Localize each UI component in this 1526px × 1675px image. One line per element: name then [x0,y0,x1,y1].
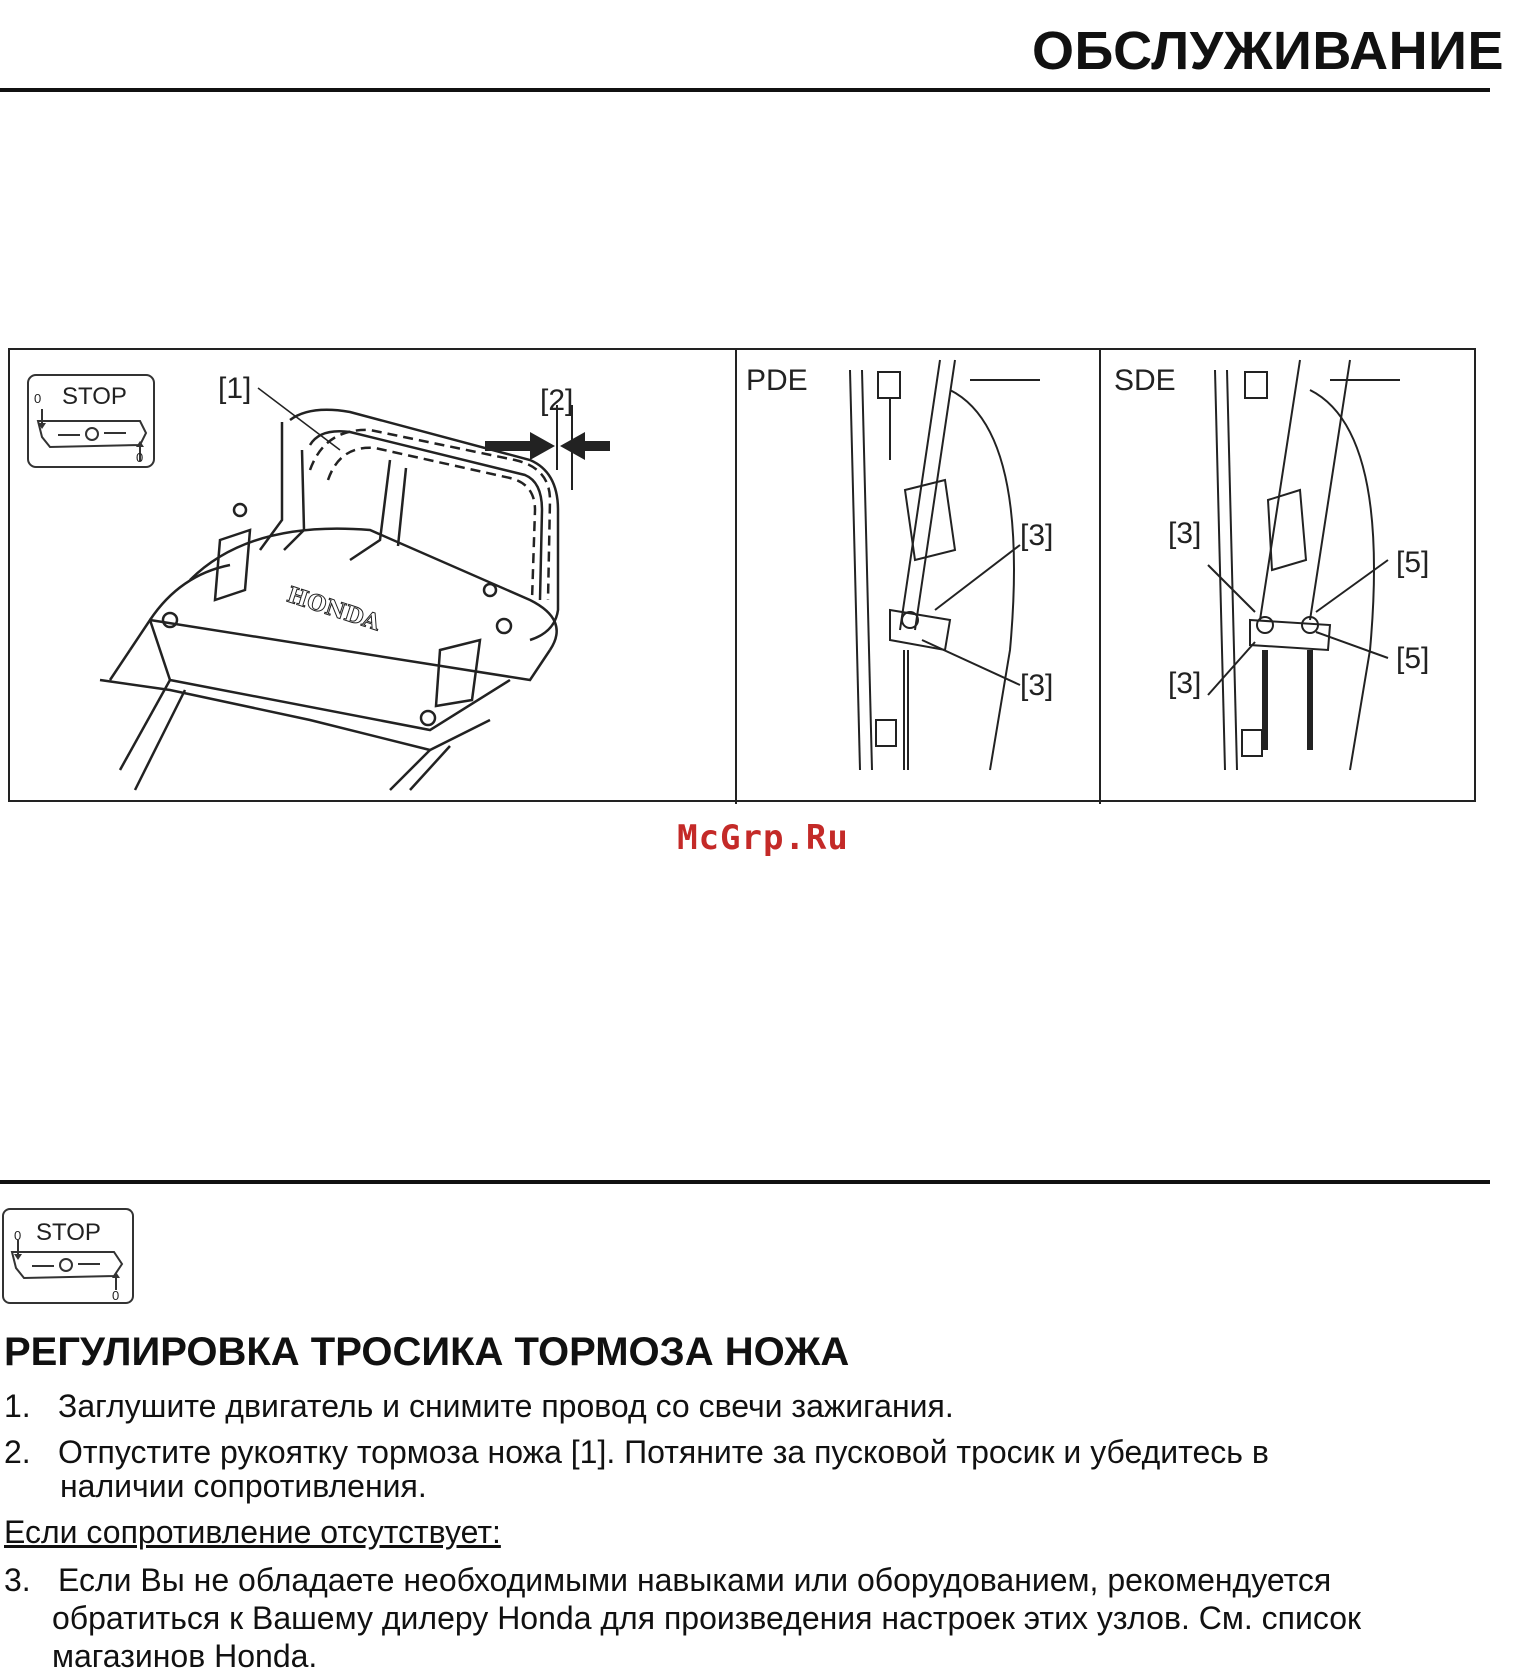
callout-3-sde-lower: [3] [1168,667,1201,700]
svg-text:STOP: STOP [36,1219,101,1246]
figure-illustration: STOP 0 0 [27,350,1429,804]
callout-1: [1] [218,372,251,405]
page-title: ОБСЛУЖИВАНИЕ [1032,21,1504,81]
callout-3-pde-lower: [3] [1020,669,1053,702]
step-3-continued: обратиться к Вашему дилеру Honda для про… [52,1600,1361,1636]
step-1: 1.Заглушите двигатель и снимите провод с… [4,1388,954,1424]
step-3-continued-2: магазинов Honda. [52,1638,318,1674]
step-3: 3.Если Вы не обладаете необходимыми навы… [4,1562,1332,1598]
step-2: 2.Отпустите рукоятку тормоза ножа [1]. П… [4,1434,1269,1470]
svg-text:0: 0 [136,450,143,465]
svg-text:0: 0 [14,1228,21,1243]
callout-2: [2] [540,384,573,417]
step-2-continued: наличии сопротивления. [60,1468,427,1504]
honda-logo: HONDA [284,582,384,637]
panel-label-sde: SDE [1114,364,1176,397]
condition-heading: Если сопротивление отсутствует: [4,1514,501,1550]
callout-3-pde-upper: [3] [1020,519,1053,552]
pde-cable-drawing [849,359,1040,771]
panel-label-pde: PDE [746,364,808,397]
callout-5-sde-upper: [5] [1396,546,1429,579]
header-rule [0,88,1490,92]
stop-label: STOP [62,383,127,410]
callout-3-sde-upper: [3] [1168,517,1201,550]
watermark: McGrp.Ru [677,818,849,858]
stop-blade-icon: STOP 0 0 [2,1208,134,1304]
stop-blade-icon [27,374,155,468]
figure-panel: STOP 0 0 [8,348,1476,804]
svg-text:0: 0 [34,391,41,406]
section-rule [0,1180,1490,1184]
mower-handle-drawing [99,387,610,791]
svg-text:0: 0 [112,1288,119,1302]
section-title: РЕГУЛИРОВКА ТРОСИКА ТОРМОЗА НОЖА [4,1330,850,1374]
callout-5-sde-lower: [5] [1396,642,1429,675]
sde-cable-drawing [1207,359,1400,771]
